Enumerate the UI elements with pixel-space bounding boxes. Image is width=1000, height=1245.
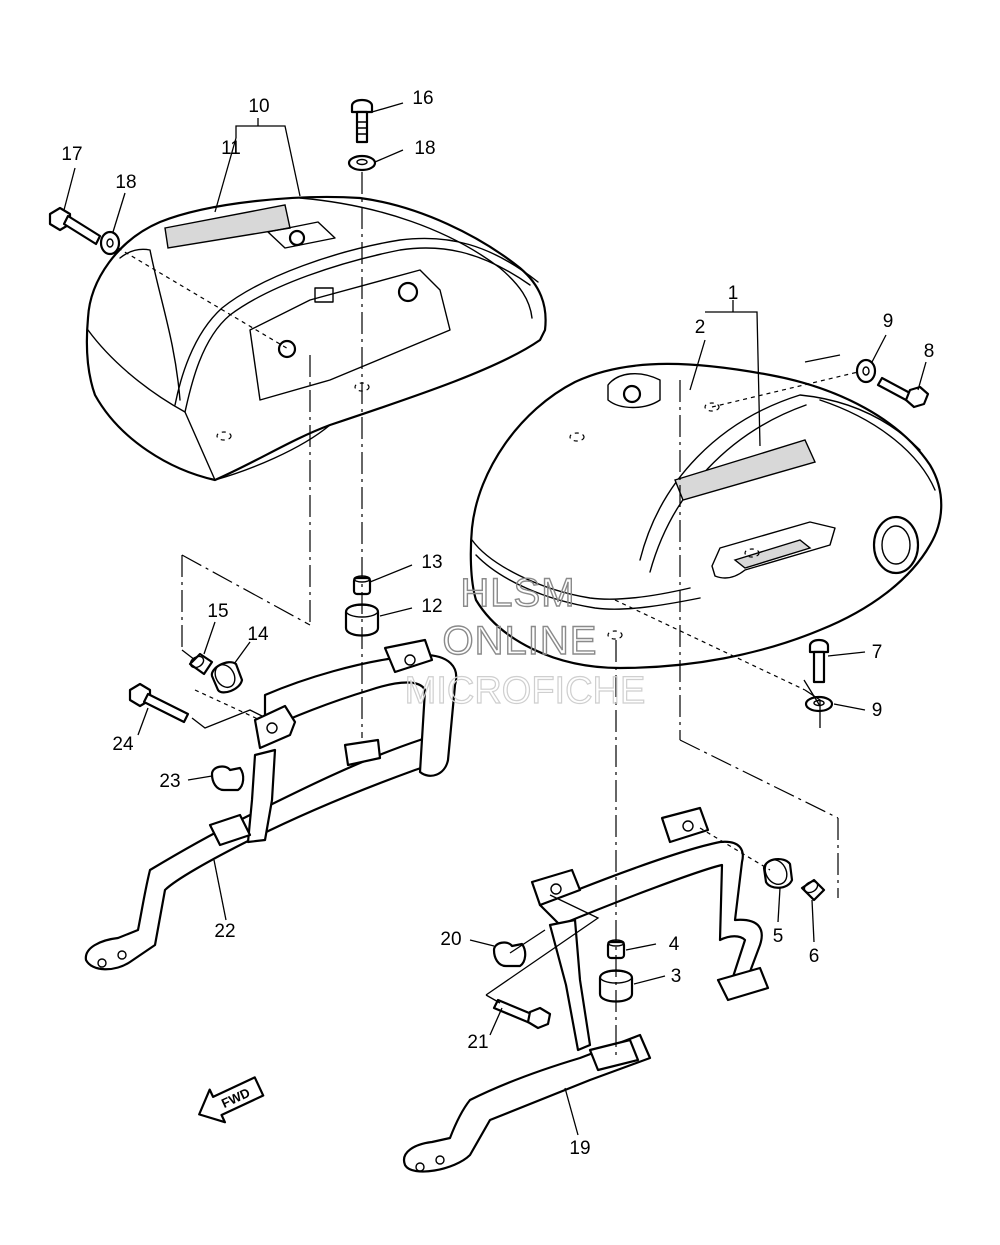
collar-15 — [188, 652, 214, 676]
grommet-14 — [210, 661, 244, 694]
bolt-24 — [128, 682, 190, 724]
watermark-line-1: HLSM — [460, 571, 575, 615]
watermark-line-2: ONLINE — [443, 619, 598, 663]
callout-labels: 1 2 3 4 5 6 7 8 9 9 10 11 12 13 14 15 16… — [61, 88, 934, 1159]
right-mounting-bracket — [402, 806, 770, 1173]
left-mounting-bracket — [84, 638, 458, 971]
callout-20: 20 — [440, 929, 461, 950]
bolt-21 — [492, 998, 552, 1030]
callout-13: 13 — [421, 552, 442, 573]
callout-1: 1 — [728, 283, 739, 304]
callout-5: 5 — [773, 926, 784, 947]
watermark: HLSM ONLINE MICROFICHE — [404, 570, 646, 712]
washer-18-top — [347, 154, 377, 172]
callout-18-top: 18 — [414, 138, 435, 159]
callout-11: 11 — [221, 138, 241, 159]
watermark-line-3: MICROFICHE — [405, 670, 646, 712]
callout-4: 4 — [669, 934, 680, 955]
callout-6: 6 — [809, 946, 820, 967]
bolt-8 — [876, 376, 930, 409]
bolt-17 — [48, 206, 102, 246]
callout-17: 17 — [61, 144, 82, 165]
callout-9-upper: 9 — [883, 311, 894, 332]
callout-16: 16 — [412, 88, 433, 109]
left-saddlebag — [85, 195, 547, 482]
callout-9-lower: 9 — [872, 700, 883, 721]
callout-18-left: 18 — [115, 172, 136, 193]
callout-15: 15 — [207, 601, 228, 622]
bolt-7 — [808, 638, 830, 684]
callout-7: 7 — [872, 642, 883, 663]
callout-23: 23 — [159, 771, 180, 792]
callout-2: 2 — [695, 317, 706, 338]
callout-3: 3 — [671, 966, 682, 987]
collar-6 — [800, 878, 826, 902]
right-saddlebag — [469, 362, 943, 670]
forward-arrow-icon: FWD — [198, 1076, 265, 1124]
callout-12: 12 — [421, 596, 442, 617]
callout-leaders — [63, 102, 927, 1136]
washer-9-upper — [855, 358, 877, 384]
callout-8: 8 — [924, 341, 935, 362]
cap-23 — [210, 765, 245, 792]
grommet-5 — [762, 858, 794, 889]
callout-24: 24 — [112, 734, 134, 755]
washer-18-left — [99, 230, 121, 256]
callout-22: 22 — [214, 921, 235, 942]
bolt-16 — [350, 98, 374, 144]
callout-14: 14 — [247, 624, 269, 645]
callout-19: 19 — [569, 1138, 590, 1159]
callout-10: 10 — [248, 96, 269, 117]
assembly-reference-lines — [117, 172, 859, 1055]
callout-21: 21 — [467, 1032, 488, 1053]
